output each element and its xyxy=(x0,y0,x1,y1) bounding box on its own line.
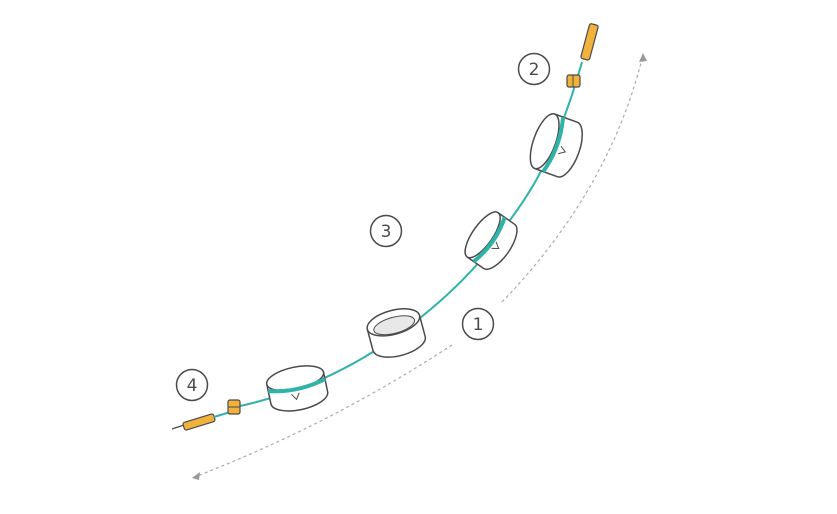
cable-clip-right xyxy=(566,74,581,88)
arrowhead-down-icon xyxy=(192,472,200,480)
cable-clip-left xyxy=(227,399,241,415)
plug-right xyxy=(580,23,599,61)
step-number-1: 1 xyxy=(473,315,484,335)
cable-ring-1 xyxy=(265,365,329,412)
arrowhead-up-icon xyxy=(639,53,647,62)
step-badge-2: 2 xyxy=(517,52,551,86)
cable-ring-3 xyxy=(464,211,518,271)
step-badge-1: 1 xyxy=(461,307,495,341)
dashed-arrow-up xyxy=(501,53,647,303)
step-badge-3: 3 xyxy=(369,214,403,248)
step-number-4: 4 xyxy=(187,376,198,396)
step-number-3: 3 xyxy=(381,222,392,242)
cable-ring-4 xyxy=(529,112,583,178)
cable xyxy=(239,61,583,407)
dashed-arrow-down xyxy=(191,344,453,480)
step-number-2: 2 xyxy=(529,60,540,80)
plug-left xyxy=(171,408,241,431)
step-badge-4: 4 xyxy=(175,368,209,402)
cable-ring-2 xyxy=(366,308,427,358)
